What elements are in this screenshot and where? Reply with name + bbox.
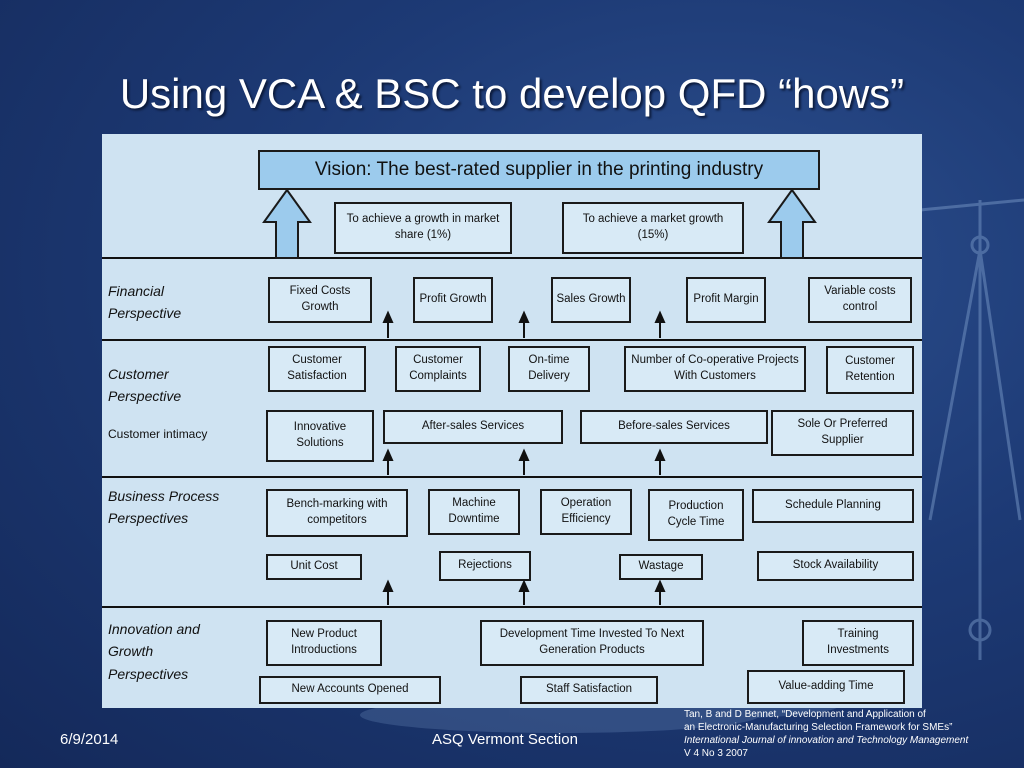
big-up-arrow-right (767, 188, 817, 259)
business-box: Unit Cost (266, 554, 362, 580)
customer-box: Innovative Solutions (266, 410, 374, 462)
financial-box: Profit Growth (413, 277, 493, 323)
financial-box: Variable costs control (808, 277, 912, 323)
customer-intimacy-label: Customer intimacy (108, 427, 208, 441)
big-up-arrow-left (262, 188, 312, 259)
diagram-lines (102, 188, 922, 608)
financial-box: Profit Margin (686, 277, 766, 323)
customer-box: Number of Co-operative Projects With Cus… (624, 346, 806, 392)
innovation-box: New Product Introductions (266, 620, 382, 666)
business-box: Schedule Planning (752, 489, 914, 523)
innovation-box: Development Time Invested To Next Genera… (480, 620, 704, 666)
balanced-scorecard-diagram: Vision: The best-rated supplier in the p… (102, 134, 922, 708)
goal-box: To achieve a market growth (15%) (562, 202, 744, 254)
innovation-growth-perspective-label: Innovation and Growth Perspectives (108, 621, 200, 682)
business-box: Stock Availability (757, 551, 914, 581)
footer-date: 6/9/2014 (60, 731, 119, 748)
goal-box: To achieve a growth in market share (1%) (334, 202, 512, 254)
customer-box: Customer Retention (826, 346, 914, 394)
business-box: Wastage (619, 554, 703, 580)
customer-perspective-label: Customer Perspective (108, 366, 182, 405)
business-process-perspective-label: Business Process Perspectives (108, 488, 220, 527)
customer-box: Customer Complaints (395, 346, 481, 392)
innovation-box: Value-adding Time (747, 670, 905, 704)
innovation-box: Training Investments (802, 620, 914, 666)
innovation-box: New Accounts Opened (259, 676, 441, 704)
business-box: Production Cycle Time (648, 489, 744, 541)
financial-box: Fixed Costs Growth (268, 277, 372, 323)
business-box: Rejections (439, 551, 531, 581)
customer-box: After-sales Services (383, 410, 563, 444)
customer-box: Customer Satisfaction (268, 346, 366, 392)
customer-box: On-time Delivery (508, 346, 590, 392)
financial-box: Sales Growth (551, 277, 631, 323)
business-box: Bench-marking with competitors (266, 489, 408, 537)
slide-title: Using VCA & BSC to develop QFD “hows” (119, 70, 905, 117)
innovation-box: Staff Satisfaction (520, 676, 658, 704)
business-box: Operation Efficiency (540, 489, 632, 535)
customer-box: Before-sales Services (580, 410, 768, 444)
citation: Tan, B and D Bennet, “Development and Ap… (684, 709, 969, 759)
vision-box: Vision: The best-rated supplier in the p… (258, 150, 820, 190)
financial-perspective-label: Financial Perspective (108, 283, 182, 322)
footer-center-text: ASQ Vermont Section (432, 731, 578, 748)
customer-box: Sole Or Preferred Supplier (771, 410, 914, 456)
business-box: Machine Downtime (428, 489, 520, 535)
